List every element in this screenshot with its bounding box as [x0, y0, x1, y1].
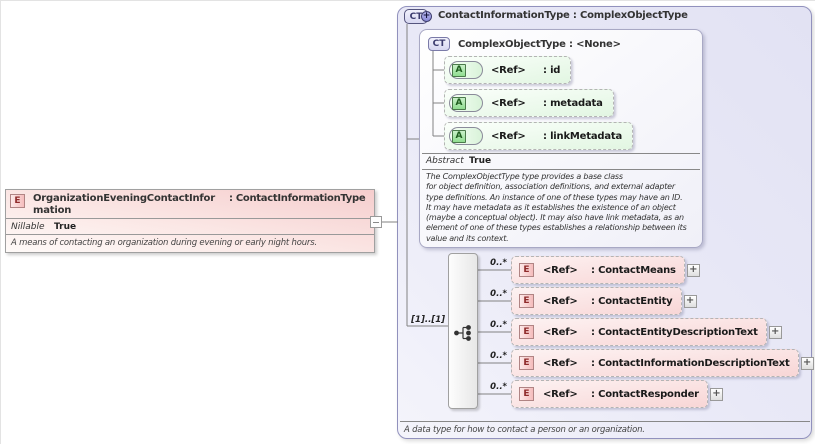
ref-label: <Ref> — [543, 357, 578, 369]
element-name: : ContactEntityDescriptionText — [591, 326, 758, 338]
attribute-icon: A — [452, 63, 466, 77]
ref-label: <Ref> — [543, 388, 578, 400]
cardinality-label: 0..* — [490, 382, 507, 392]
nillable-row: Nillable True — [6, 219, 374, 234]
nillable-value: True — [54, 221, 77, 232]
divider — [422, 169, 700, 170]
description-line: The ComplexObjectType type provides a ba… — [426, 172, 623, 181]
element-icon: E — [10, 194, 25, 208]
element-name: : ContactMeans — [591, 264, 676, 276]
description-line: element of one of these types establishe… — [426, 223, 687, 233]
element-icon: E — [519, 263, 534, 277]
element-name: OrganizationEveningContactInformation — [33, 193, 215, 216]
attribute-capsule: A — [449, 127, 483, 145]
element-name: : ContactResponder — [591, 388, 699, 400]
cardinality-label: 0..* — [490, 320, 507, 330]
expand-icon[interactable]: + — [768, 325, 782, 339]
attribute-name: : id — [543, 64, 561, 76]
attribute-name: : metadata — [543, 97, 603, 109]
cardinality-label: 0..* — [490, 258, 507, 268]
attribute-capsule: A — [449, 61, 483, 79]
nillable-label: Nillable — [11, 221, 45, 232]
ref-label: <Ref> — [543, 264, 578, 276]
element-ref-box[interactable]: E <Ref> : ContactResponder — [511, 380, 708, 408]
element-icon: E — [519, 387, 534, 401]
description-line: for object definition, association defin… — [426, 182, 675, 192]
abstract-row: Abstract True — [426, 156, 491, 166]
element-title: E OrganizationEveningContactInformation … — [6, 190, 374, 218]
ref-label: <Ref> — [543, 295, 578, 307]
expand-icon[interactable]: + — [686, 263, 700, 277]
element-ref-box[interactable]: E <Ref> : ContactMeans — [511, 256, 685, 284]
attribute-capsule: A — [449, 94, 483, 112]
expand-icon[interactable]: + — [683, 294, 697, 308]
minus-icon — [373, 221, 379, 223]
attribute-row: A <Ref> : id — [444, 56, 572, 84]
sequence-icon — [454, 325, 471, 341]
element-name: : ContactEntity — [591, 295, 673, 307]
attribute-icon: A — [452, 129, 466, 143]
element-row: E <Ref> : ContactEntity + — [511, 287, 697, 315]
element-icon: E — [519, 356, 534, 370]
description-line: type definitions. An instance of one of … — [426, 192, 683, 202]
element-ref-box[interactable]: E <Ref> : ContactEntity — [511, 287, 682, 315]
plus-circle-icon[interactable]: + — [421, 11, 432, 22]
ref-label: <Ref> — [491, 64, 526, 76]
complextype-icon[interactable]: CT — [428, 37, 450, 51]
attribute-ref-box[interactable]: A <Ref> : metadata — [444, 89, 614, 117]
element-row: E <Ref> : ContactInformationDescriptionT… — [511, 349, 814, 377]
element-ref-box[interactable]: E <Ref> : ContactInformationDescriptionT… — [511, 349, 799, 377]
attribute-icon: A — [452, 96, 466, 110]
element-row: E <Ref> : ContactResponder + — [511, 380, 723, 408]
sequence-bar[interactable] — [448, 253, 478, 409]
cardinality-label: 0..* — [490, 289, 507, 299]
type-annotation: A data type for how to contact a person … — [404, 425, 645, 435]
cardinality-label: 0..* — [490, 351, 507, 361]
description-line: (maybe a conceptual object). It may also… — [426, 213, 684, 223]
sequence-cardinality: [1]..[1] — [411, 315, 445, 325]
ref-label: <Ref> — [491, 130, 526, 142]
expand-icon[interactable]: + — [800, 356, 814, 370]
element-icon: E — [519, 294, 534, 308]
ref-label: <Ref> — [491, 97, 526, 109]
base-type-description: The ComplexObjectType type provides a ba… — [426, 172, 702, 244]
type-title: ContactInformationType : ComplexObjectTy… — [438, 10, 688, 21]
base-type-title: ComplexObjectType : <None> — [458, 39, 621, 50]
element-declaration-box[interactable]: E OrganizationEveningContactInformation … — [5, 189, 375, 253]
attribute-ref-box[interactable]: A <Ref> : linkMetadata — [444, 122, 634, 150]
description-line: It may have metadata as it establishes t… — [426, 202, 676, 212]
element-row: E <Ref> : ContactEntityDescriptionText + — [511, 318, 782, 346]
attribute-row: A <Ref> : linkMetadata — [444, 122, 634, 150]
divider — [422, 153, 700, 154]
collapse-toggle[interactable] — [370, 216, 382, 228]
divider — [400, 421, 810, 422]
element-ref-box[interactable]: E <Ref> : ContactEntityDescriptionText — [511, 318, 767, 346]
divider — [6, 234, 374, 235]
attribute-ref-box[interactable]: A <Ref> : id — [444, 56, 572, 84]
element-name: : ContactInformationDescriptionText — [591, 357, 790, 369]
attribute-row: A <Ref> : metadata — [444, 89, 614, 117]
description-line: value and its context. — [426, 233, 509, 243]
expand-icon[interactable]: + — [709, 387, 723, 401]
element-type-suffix: : ContactInformationType — [229, 193, 366, 204]
element-annotation: A means of contacting an organization du… — [11, 238, 317, 248]
element-icon: E — [519, 325, 534, 339]
divider — [6, 218, 374, 219]
attribute-name: : linkMetadata — [543, 130, 623, 142]
abstract-value: True — [469, 156, 492, 166]
abstract-label: Abstract — [426, 156, 464, 166]
element-row: E <Ref> : ContactMeans + — [511, 256, 700, 284]
ref-label: <Ref> — [543, 326, 578, 338]
